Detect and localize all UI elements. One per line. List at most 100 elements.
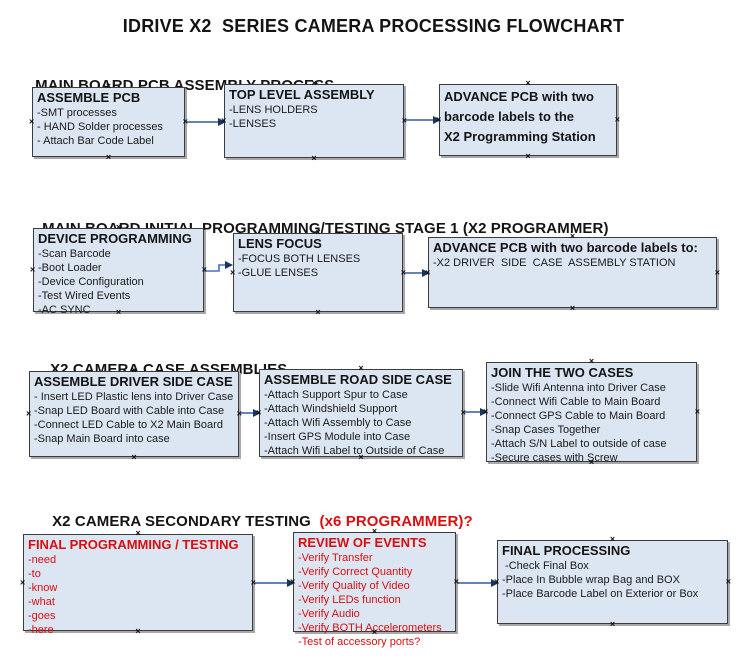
box-item: -Snap Main Board into case [34, 433, 170, 445]
box-item: -Connect Wifi Cable to Main Board [491, 396, 661, 408]
connection-point-icon: × [569, 303, 576, 313]
connector-arrow [464, 408, 488, 416]
connection-point-icon: × [20, 577, 26, 587]
connection-point-icon: × [609, 534, 616, 544]
connection-point-icon: × [26, 408, 32, 419]
section-heading-text: X2 CAMERA SECONDARY TESTING [52, 513, 316, 530]
box-title: ADVANCE PCB with two barcode labels to: [433, 240, 698, 255]
box-title: ASSEMBLE DRIVER SIDE CASE [34, 374, 233, 389]
box-item: -Connect GPS Cable to Main Board [491, 410, 666, 422]
box-item: -Verify BOTH Accelerometers [298, 622, 442, 634]
box-item: -Snap LED Board with Cable into Case [34, 405, 225, 417]
box-item: -here [28, 624, 54, 636]
section-heading-red-text: (x6 PROGRAMMER)? [315, 513, 473, 530]
connection-point-icon: × [30, 264, 36, 275]
box-join-the-two-cases: JOIN THE TWO CASES -Slide Wifi Antenna i… [483, 357, 700, 467]
box-item-list: -LENS HOLDERS -LENSES [229, 103, 401, 131]
connection-point-icon: × [131, 452, 137, 462]
connection-point-icon: × [588, 356, 595, 366]
box-item-list: -need -to -know -what -goes -here [28, 553, 250, 637]
box-item: -Test Wired Events [38, 290, 131, 302]
box-item: -Test of accessory ports? [298, 636, 421, 648]
connector-arrow [457, 579, 499, 587]
connection-point-icon: × [725, 576, 731, 587]
box-item: -Verify Correct Quantity [298, 566, 413, 578]
box-item: -AC SYNC [38, 304, 91, 316]
box-advance-pcb-programming-station: ADVANCE PCB with two barcode labels to t… [436, 79, 620, 161]
connection-point-icon: × [525, 151, 531, 161]
connection-point-icon: × [714, 267, 720, 277]
box-item: -Place In Bubble wrap Bag and BOX [502, 574, 680, 586]
box-title: DEVICE PROGRAMMING [38, 231, 192, 246]
box-item: -Scan Barcode [38, 248, 111, 260]
box-item: -what [28, 596, 55, 608]
box-item: -Snap Cases Together [491, 424, 601, 436]
box-item: -Attach Wifi Label to Outside of Case [264, 445, 445, 457]
box-item: -LENSES [229, 118, 277, 130]
connector-arrow [254, 579, 295, 587]
box-item: -know [28, 582, 58, 594]
box-item: -goes [28, 610, 56, 622]
box-title: REVIEW OF EVENTS [298, 535, 427, 550]
connector-arrow [240, 409, 261, 417]
box-item: -Secure cases with Screw [491, 452, 618, 464]
arrowhead-icon [433, 116, 441, 124]
box-item-list: -FOCUS BOTH LENSES -GLUE LENSES [238, 252, 400, 280]
box-item: -Verify Audio [298, 608, 360, 620]
box-item: -Connect LED Cable to X2 Main Board [34, 419, 223, 431]
arrowhead-icon [253, 409, 261, 417]
box-item: -Device Configuration [38, 276, 144, 288]
arrowhead-icon [422, 269, 430, 277]
box-item-list: -Attach Support Spur to Case-Attach Wind… [264, 388, 460, 458]
box-item: -Verify Transfer [298, 552, 373, 564]
box-item: -Slide Wifi Antenna into Driver Case [491, 382, 666, 394]
box-assemble-road-side-case: ASSEMBLE ROAD SIDE CASE -Attach Support … [256, 364, 466, 462]
connection-point-icon: × [315, 307, 321, 317]
box-item: -to [28, 568, 41, 580]
box-item-list: -X2 DRIVER SIDE CASE ASSEMBLY STATION [433, 256, 714, 270]
box-item: -X2 DRIVER SIDE CASE ASSEMBLY STATION [433, 257, 676, 269]
box-item-list: -SMT processes - HAND Solder processes - A… [37, 106, 182, 148]
box-item: -need [28, 554, 57, 566]
box-item: -FOCUS BOTH LENSES [238, 253, 361, 265]
box-item-list: -Slide Wifi Antenna into Driver Case -Con… [491, 381, 694, 465]
arrowhead-icon [218, 118, 226, 126]
box-final-programming-testing: FINAL PROGRAMMING / TESTING -need-to-kno… [20, 529, 256, 637]
box-item: -LENS HOLDERS [229, 104, 318, 116]
arrowhead-icon [287, 579, 295, 587]
box-lens-focus: LENS FOCUS -FOCUS BOTH LENSES-GLUE LENSE… [230, 228, 406, 317]
box-top-level-assembly: TOP LEVEL ASSEMBLY -LENS HOLDERS-LENSES … [221, 79, 407, 163]
box-item: - Attach Bar Code Label [37, 135, 154, 147]
box-item: -Attach S/N Label to outside of case [491, 438, 667, 450]
box-title: JOIN THE TWO CASES [491, 365, 634, 380]
box-item: -GLUE LENSES [238, 267, 319, 279]
box-device-programming: DEVICE PROGRAMMING -Scan Barcode -Boot Lo… [30, 223, 207, 317]
connection-point-icon: × [105, 152, 112, 162]
box-title: ADVANCE PCB with two barcode labels to t… [444, 89, 596, 144]
connection-point-icon: × [525, 78, 531, 88]
connection-point-icon: × [614, 114, 620, 125]
elbow-connector-arrow [204, 261, 233, 272]
box-title: FINAL PROCESSING [502, 543, 631, 558]
connection-point-icon: × [311, 153, 317, 163]
box-item: -Boot Loader [38, 262, 102, 274]
connection-point-icon: × [609, 619, 616, 629]
box-item: -SMT processes [37, 107, 117, 119]
box-item: -Insert GPS Module into Case [264, 431, 411, 443]
box-item: -Verify LEDs function [298, 594, 401, 606]
connection-point-icon: × [29, 116, 35, 127]
section-heading-secondary-testing: X2 CAMERA SECONDARY TESTING (x6 PROGRAMM… [35, 496, 473, 547]
connection-point-icon: × [358, 363, 364, 373]
page-title: IDRIVE X2 SERIES CAMERA PROCESSING FLOWC… [122, 16, 625, 36]
box-item: - HAND Solder processes [37, 121, 163, 133]
arrowhead-icon [480, 408, 488, 416]
box-final-processing: FINAL PROCESSING -Check Final Box -Place … [494, 535, 731, 629]
box-assemble-driver-side-case: ASSEMBLE DRIVER SIDE CASE - Insert LED P… [26, 366, 242, 462]
box-item: -Place Barcode Label on Exterior or Box [502, 588, 699, 600]
box-assemble-pcb: ASSEMBLE PCB -SMT processes - HAND Solder… [29, 82, 188, 162]
box-title: TOP LEVEL ASSEMBLY [229, 87, 375, 102]
box-title: ASSEMBLE PCB [37, 90, 141, 105]
connector-arrow [404, 269, 430, 277]
box-item: -Check Final Box [502, 560, 589, 572]
